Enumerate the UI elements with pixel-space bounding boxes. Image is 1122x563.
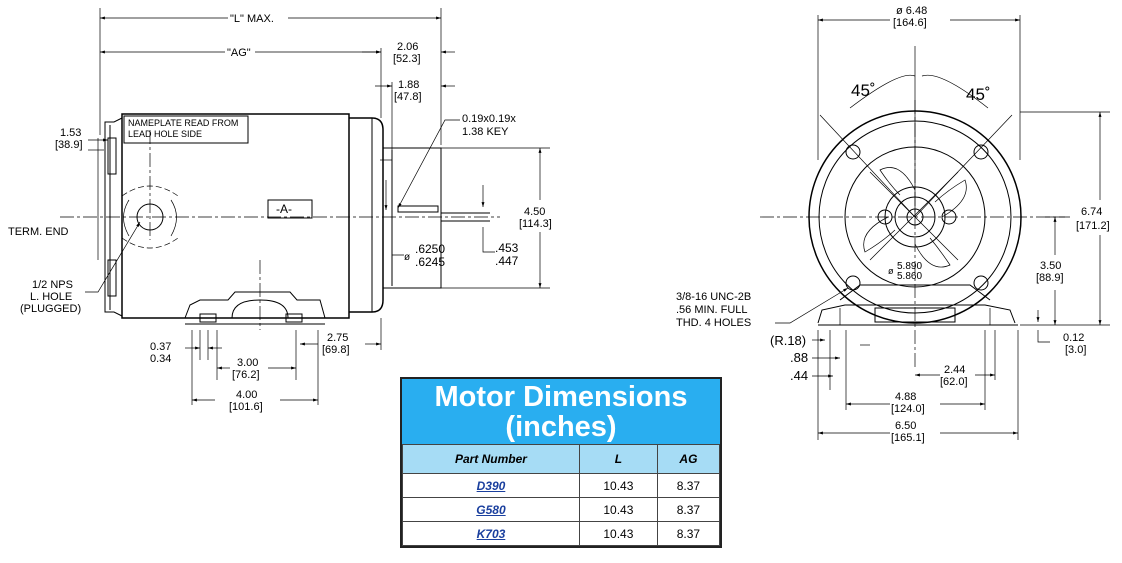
dim-2-06: 2.06 (397, 41, 418, 53)
cell-ag: 8.37 (656, 473, 721, 498)
dim-dia-6-48: ø 6.48 (896, 5, 927, 17)
cell-l: 10.43 (578, 497, 658, 522)
datum-a: -A- (276, 202, 292, 216)
dim-0-12: 0.12 (1063, 332, 1084, 344)
dim-2-44: 2.44 (944, 364, 965, 376)
pilot-dia-1: 5.890 (897, 261, 922, 272)
dim-2-06-mm: [52.3] (393, 53, 421, 65)
dim-ag: "AG" (227, 47, 251, 59)
side-view: "L" MAX. "AG" 2.06 [52.3] 1.88 [47.8] 0.… (8, 8, 552, 413)
dim-6-50-mm: [165.1] (891, 432, 925, 444)
header-l: L (578, 444, 658, 474)
dim-3-00: 3.00 (237, 357, 258, 369)
motor-dimensions-table: Motor Dimensions (inches) Part Number L … (400, 377, 722, 548)
dim-1-88: 1.88 (398, 79, 419, 91)
bolt-callout-3: THD. 4 HOLES (676, 317, 751, 329)
shaft-dia-2: .6245 (415, 255, 445, 269)
dim-6-74-mm: [171.2] (1076, 220, 1110, 232)
part-link-k703[interactable]: K703 (476, 526, 506, 541)
shaft-dia-1: .6250 (415, 242, 445, 256)
dim-3-50: 3.50 (1040, 260, 1061, 272)
bolt-callout-2: .56 MIN. FULL (676, 304, 748, 316)
cell-l: 10.43 (578, 473, 658, 498)
dimensions-grid: Part Number L AG D390 10.43 8.37 G580 10… (402, 444, 721, 546)
table-title: Motor Dimensions (inches) (402, 379, 720, 444)
dim-3-00-mm: [76.2] (232, 369, 260, 381)
term-end-label: TERM. END (8, 226, 69, 238)
dim-44: .44 (790, 368, 808, 383)
dim-1-88-mm: [47.8] (394, 91, 422, 103)
nps-label-2: L. HOLE (30, 291, 72, 303)
dim-6-74: 6.74 (1081, 206, 1102, 218)
dim-88: .88 (790, 350, 808, 365)
cell-ag: 8.37 (656, 521, 721, 546)
dim-4-00-mm: [101.6] (229, 401, 263, 413)
dim-4-50-mm: [114.3] (519, 218, 552, 230)
dim-l-max: "L" MAX. (230, 13, 274, 25)
part-link-g580[interactable]: G580 (476, 502, 506, 517)
dim-2-75: 2.75 (327, 332, 348, 344)
svg-text:ø: ø (888, 266, 894, 276)
table-row: G580 10.43 8.37 (402, 497, 721, 522)
angle-left: 45˚ (851, 81, 876, 100)
key-callout-1: 0.19x0.19x (462, 113, 516, 125)
svg-text:ø: ø (404, 252, 410, 263)
nps-label-3: (PLUGGED) (20, 303, 81, 315)
dim-4-50: 4.50 (524, 206, 545, 218)
dim-1-53: 1.53 (60, 127, 81, 139)
slot-dim-1: 0.37 (150, 341, 171, 353)
dim-1-53-mm: [38.9] (55, 139, 83, 151)
flat-dim-2: .447 (495, 254, 519, 268)
flat-dim-1: .453 (495, 241, 519, 255)
header-part-number: Part Number (402, 444, 580, 474)
cell-l: 10.43 (578, 521, 658, 546)
nameplate-text-1: NAMEPLATE READ FROM (128, 118, 238, 128)
dim-r18: (R.18) (770, 333, 806, 348)
part-link-d390[interactable]: D390 (476, 478, 506, 493)
header-ag: AG (656, 444, 721, 474)
dim-0-12-mm: [3.0] (1065, 344, 1086, 356)
dim-4-88-mm: [124.0] (891, 403, 925, 415)
table-header-row: Part Number L AG (402, 444, 721, 474)
table-row: D390 10.43 8.37 (402, 473, 721, 498)
dim-6-50: 6.50 (895, 420, 916, 432)
pilot-dia-2: 5.860 (897, 271, 922, 282)
nps-label-1: 1/2 NPS (32, 279, 73, 291)
bolt-callout-1: 3/8-16 UNC-2B (676, 291, 751, 303)
nameplate-text-2: LEAD HOLE SIDE (128, 129, 202, 139)
dim-4-88: 4.88 (895, 391, 916, 403)
dim-2-75-mm: [69.8] (322, 344, 350, 356)
dim-dia-6-48-mm: [164.6] (893, 17, 927, 29)
dim-4-00: 4.00 (236, 389, 257, 401)
end-view: ø 6.48 [164.6] 45˚ 45˚ (676, 5, 1110, 444)
slot-dim-2: 0.34 (150, 353, 171, 365)
key-callout-2: 1.38 KEY (462, 126, 509, 138)
table-row: K703 10.43 8.37 (402, 521, 721, 546)
angle-right: 45˚ (966, 85, 991, 104)
dim-3-50-mm: [88.9] (1036, 272, 1064, 284)
dim-2-44-mm: [62.0] (940, 376, 968, 388)
cell-ag: 8.37 (656, 497, 721, 522)
